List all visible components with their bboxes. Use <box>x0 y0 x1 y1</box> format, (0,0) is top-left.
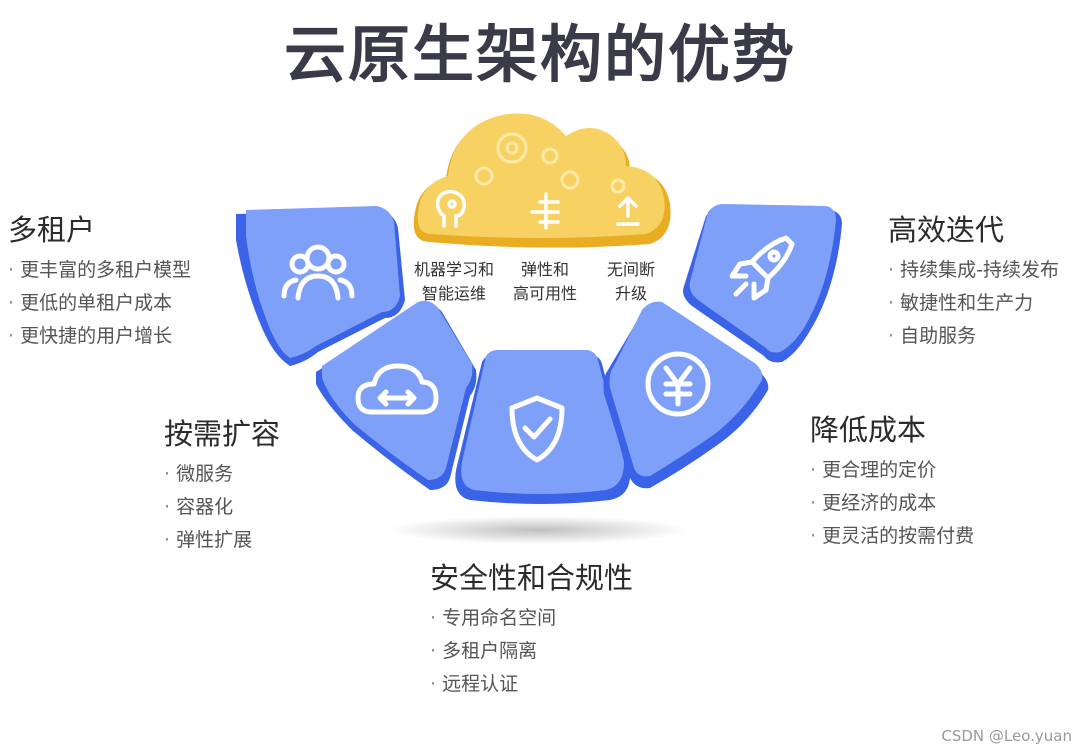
cloud-label-upgrade: 无间断升级 <box>606 260 655 303</box>
flow-icon <box>530 192 560 230</box>
list-item: 弹性扩展 <box>164 524 280 557</box>
list-item: 多租户隔离 <box>430 635 633 668</box>
feature-multi-tenant: 多租户 更丰富的多租户模型 更低的单租户成本 更快捷的用户增长 <box>8 212 191 353</box>
list-item: 专用命名空间 <box>430 602 633 635</box>
shield-check-icon <box>509 395 565 463</box>
floor-shadow <box>388 516 688 544</box>
feature-cost: 降低成本 更合理的定价 更经济的成本 更灵活的按需付费 <box>810 412 974 553</box>
feature-title: 安全性和合规性 <box>430 561 634 595</box>
list-item: 持续集成-持续发布 <box>888 254 1059 287</box>
tile-multi-tenant <box>236 206 405 366</box>
list-item: 敏捷性和生产力 <box>888 287 1059 320</box>
feature-security: 安全性和合规性 专用命名空间 多租户隔离 远程认证 <box>430 560 633 701</box>
feature-title: 按需扩容 <box>164 417 281 451</box>
tile-cost <box>603 301 769 489</box>
watermark: CSDN @Leo.yuan <box>941 727 1072 745</box>
feature-title: 多租户 <box>8 213 96 247</box>
list-item: 更合理的定价 <box>810 454 974 487</box>
list-item: 自助服务 <box>888 320 1059 353</box>
cloud-shape <box>413 113 671 248</box>
upload-icon <box>616 196 640 226</box>
list-item: 更快捷的用户增长 <box>8 320 191 353</box>
list-item: 容器化 <box>164 491 280 524</box>
list-item: 更灵活的按需付费 <box>810 520 974 553</box>
list-item: 远程认证 <box>430 668 633 701</box>
users-icon <box>281 244 355 301</box>
cloud-transfer-icon <box>355 363 439 415</box>
tile-security <box>455 350 631 504</box>
feature-title: 降低成本 <box>810 413 927 447</box>
tile-scaling <box>316 300 477 490</box>
list-item: 微服务 <box>164 458 280 491</box>
tile-iteration <box>683 204 842 363</box>
page-title: 云原生架构的优势 <box>283 18 796 91</box>
list-item: 更经济的成本 <box>810 487 974 520</box>
feature-iteration: 高效迭代 持续集成-持续发布 敏捷性和生产力 自助服务 <box>888 212 1059 353</box>
brain-icon <box>435 189 467 228</box>
yuan-coin-icon <box>645 351 711 417</box>
feature-scaling: 按需扩容 微服务 容器化 弹性扩展 <box>164 416 280 557</box>
list-item: 更低的单租户成本 <box>8 287 191 320</box>
cloud-label-ml: 机器学习和智能运维 <box>413 260 494 303</box>
list-item: 更丰富的多租户模型 <box>8 254 191 287</box>
feature-title: 高效迭代 <box>888 213 1005 247</box>
gear-icon <box>474 132 626 194</box>
cloud-label-elastic: 弹性和高可用性 <box>512 260 577 303</box>
rocket-icon <box>729 235 795 301</box>
